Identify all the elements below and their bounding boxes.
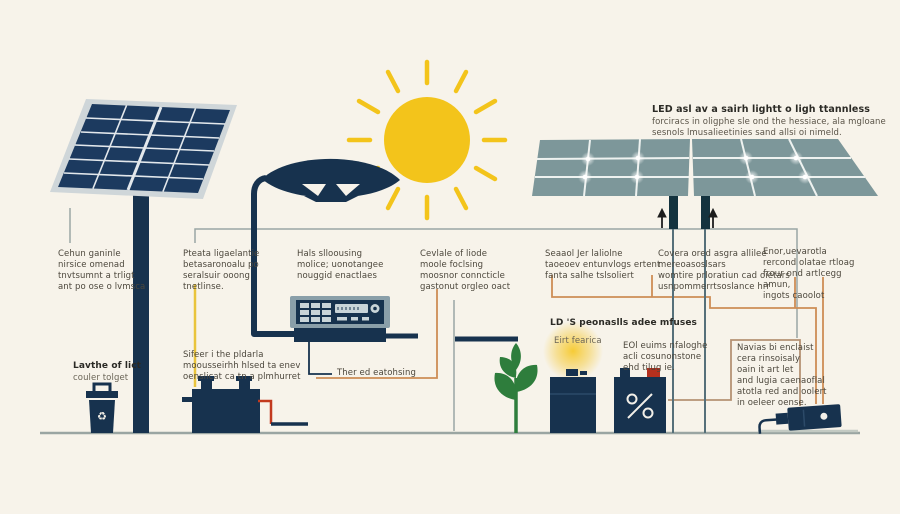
sun [346,59,508,221]
callout-4: Cevlale of liode moole foclsing moosnor … [420,249,511,293]
waste-bin: ♻ [86,382,118,433]
maintenance-label: Navias bi enclaist cera rinsoisaly oain … [737,343,827,409]
callout-2: Pteata ligaelantie betasaronoalu po sera… [183,249,260,293]
solar-array [532,138,878,433]
array-panel-right [692,139,878,196]
street-light [251,158,400,337]
charge-controller [290,296,518,342]
power-adapter [758,404,858,434]
street-light-head [262,158,400,198]
pole-label-title: Lavthe of lict [73,361,142,371]
recycle-icon: ♻ [97,410,107,423]
array-panel-left [532,139,690,196]
controller-display [335,304,368,313]
percent-cross-icon [626,393,654,419]
battery-wire-red [258,399,273,424]
battery [182,376,308,433]
panel-glints [578,151,812,184]
led-sub-label-1: Eirt fearica [554,336,602,346]
callout-1: Cehun ganinle nirsice omenad tnvtsumnt a… [58,249,146,293]
red-terminal [647,368,660,378]
callout-3: Hals slloousing molice; uonotangee nougg… [297,249,384,282]
battery-label: Sifeer i the pldarla moousseirhh hlsed t… [183,350,301,383]
callout-7: Enor,uevarotla rercond olatae rtloag fro… [763,247,855,302]
switch-label: Ther ed eatohsing [337,368,416,378]
up-arrow-icon [657,207,718,228]
led-section-title: LD 'S peonaslls adee mfuses [550,318,698,328]
faulty-battery [614,368,666,433]
title-block-body: forciracs in oligphe sle ond the hessiac… [652,117,886,139]
leader-lines [69,208,824,431]
callout-6: Covera ored asgra allilee mereoasoslsars… [658,249,790,293]
solar-panel-pole [50,99,237,433]
title-block-heading: LED asl av a sairh lightt o ligh ttannle… [652,104,870,115]
led-glow [543,321,603,381]
callout-5: Seaaol Jer laliolne taoeoev entunvlogs e… [545,249,661,282]
sun-rays [346,59,508,221]
led-sub-label-2: EOl euims nfaloghe acli cosunonstone ehd… [623,341,708,374]
pole-label-sub: couler tolget [73,373,129,383]
led-lamp [543,321,603,433]
plant [494,343,538,433]
